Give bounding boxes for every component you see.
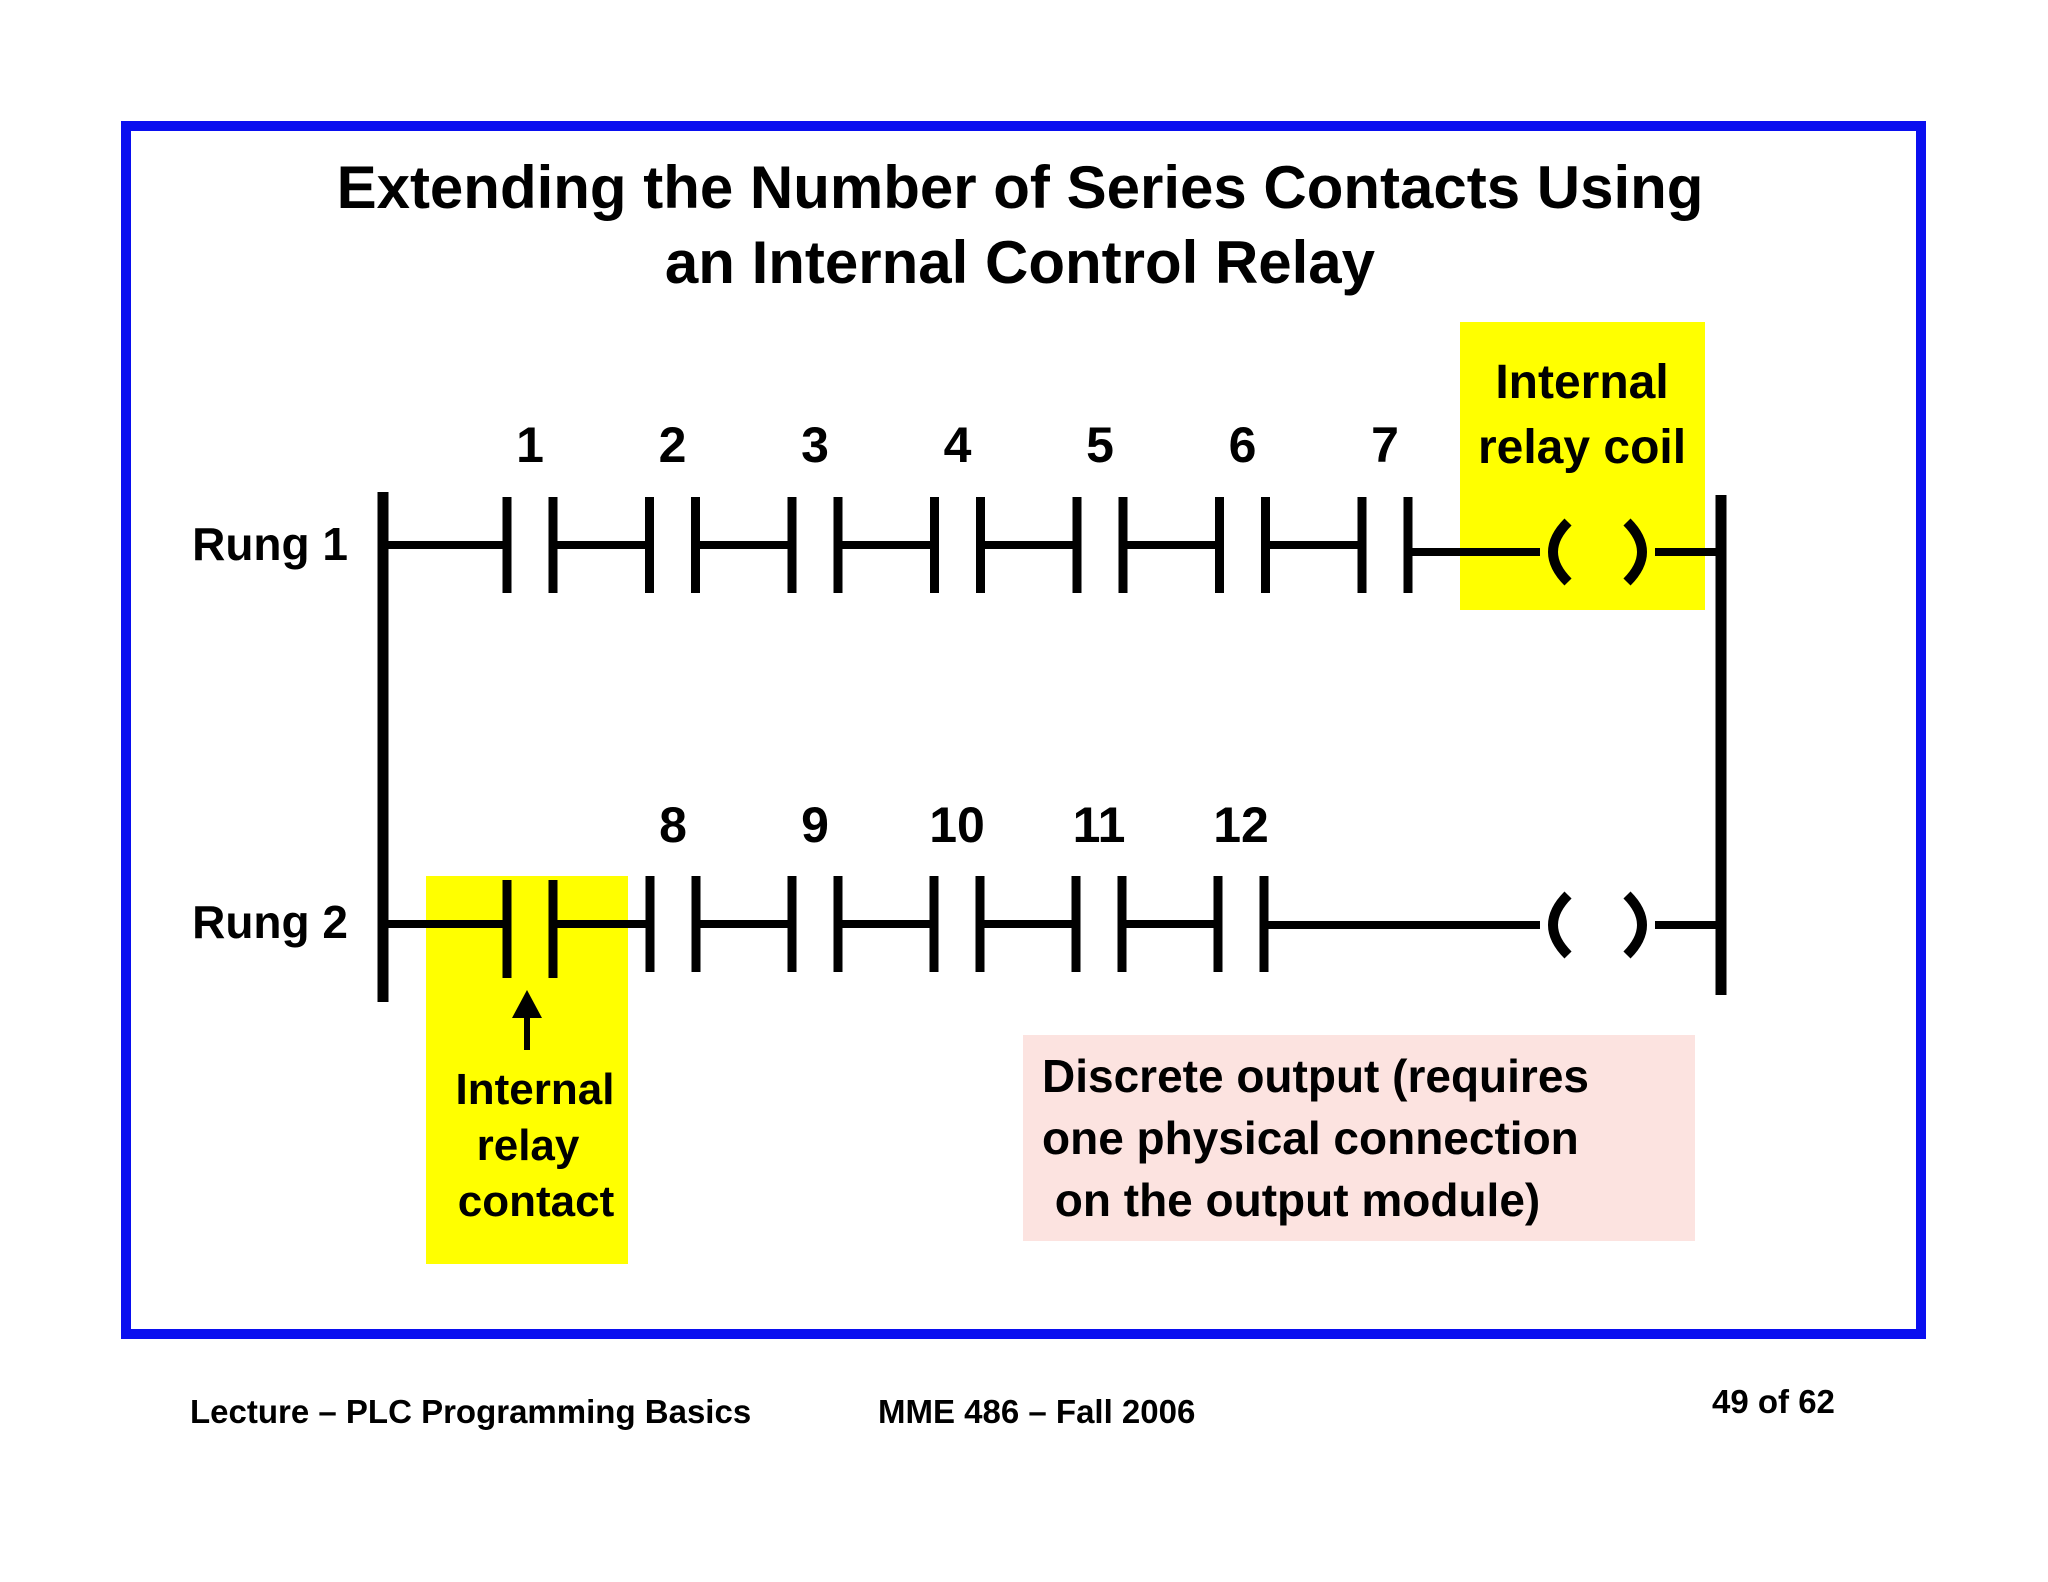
contact-number-label: 10: [929, 797, 985, 853]
contact-7: [1357, 497, 1413, 593]
contact-9: [787, 876, 934, 972]
output-note-line-3: on the output module): [1042, 1174, 1540, 1226]
rung-1-coil-right: [1623, 518, 1647, 586]
rung-1-coil-left: [1548, 518, 1572, 586]
output-note-highlight: [1023, 1035, 1695, 1241]
contact-3: [787, 497, 935, 593]
coil-callout-line-1: Internal: [1495, 356, 1668, 409]
contact-number-label: 7: [1371, 417, 1399, 473]
output-note-line-1: Discrete output (requires: [1042, 1050, 1589, 1102]
contact-number-label: 9: [801, 797, 829, 853]
footer-lecture: Lecture – PLC Programming Basics: [190, 1393, 752, 1430]
contact-12: [1213, 876, 1269, 972]
coil-highlight: [1460, 322, 1705, 610]
contact-number-label: 5: [1086, 417, 1114, 473]
title-line-2: an Internal Control Relay: [664, 229, 1376, 296]
contact-callout-line-2: relay: [477, 1121, 580, 1170]
footer-page-number: 49 of 62: [1712, 1383, 1835, 1420]
output-note-line-2: one physical connection: [1042, 1112, 1579, 1164]
rung-2-label: Rung 2: [192, 896, 348, 948]
contact-number-label: 2: [659, 417, 687, 473]
rung-2-contacts: [645, 876, 1269, 972]
contact-number-label: 6: [1229, 417, 1257, 473]
slide-title: Extending the Number of Series Contacts …: [130, 150, 1910, 300]
coil-callout-line-2: relay coil: [1478, 421, 1686, 474]
contact-11: [1071, 876, 1218, 972]
contact-8: [645, 876, 792, 972]
contact-1: [502, 497, 650, 593]
contact-10: [929, 876, 1076, 972]
title-line-1: Extending the Number of Series Contacts …: [336, 154, 1704, 221]
contact-2: [645, 497, 792, 593]
rung-2-coil-left: [1548, 891, 1572, 959]
rung-1-label: Rung 1: [192, 518, 348, 570]
rung-1-contact-numbers: 1 2 3 4 5 6 7: [516, 417, 1399, 473]
contact-number-label: 1: [516, 417, 544, 473]
rung-1-contacts: [502, 497, 1413, 593]
contact-highlight: [426, 876, 628, 1264]
up-arrow-icon: [512, 990, 542, 1050]
contact-number-label: 12: [1213, 797, 1269, 853]
contact-5: [1072, 497, 1220, 593]
rung-2-coil-right: [1623, 891, 1647, 959]
rung-2-contact-numbers: 8 9 10 11 12: [659, 797, 1269, 853]
contact-number-label: 3: [801, 417, 829, 473]
rung-1: [383, 497, 1721, 593]
footer-course: MME 486 – Fall 2006: [878, 1393, 1196, 1430]
contact-6: [1215, 497, 1362, 593]
contact-number-label: 4: [944, 417, 972, 473]
contact-callout-line-1: Internal: [456, 1065, 615, 1114]
contact-number-label: 11: [1073, 797, 1126, 853]
rung-2: [383, 876, 1721, 978]
contact-number-label: 8: [659, 797, 687, 853]
contact-4: [930, 497, 1077, 593]
contact-callout-line-3: contact: [458, 1177, 615, 1226]
